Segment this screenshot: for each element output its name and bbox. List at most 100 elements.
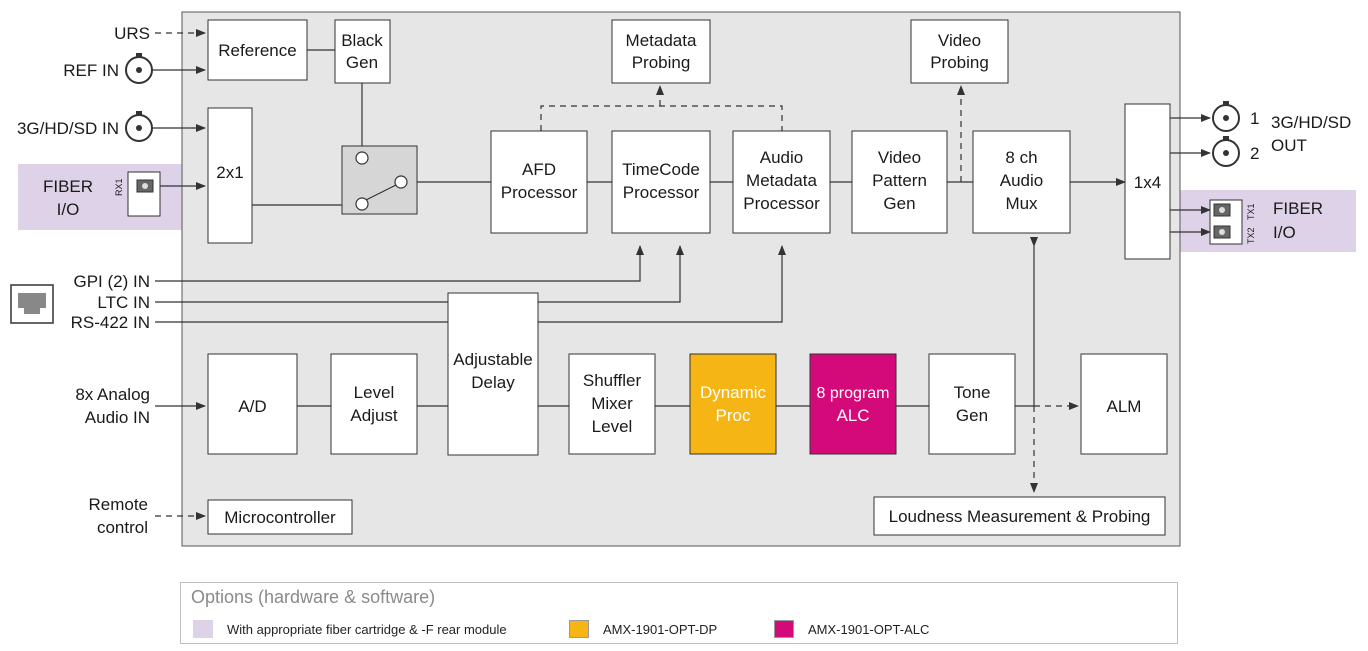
svg-text:Audio: Audio (1000, 171, 1043, 190)
gpi-in-label: GPI (2) IN (73, 272, 150, 291)
shuffler-mixer-block: Shuffler Mixer Level (568, 353, 656, 455)
fiber-tx-connector-icon (1209, 199, 1243, 245)
ref-in-label: REF IN (63, 61, 119, 80)
svg-text:1x4: 1x4 (1134, 173, 1161, 192)
svg-text:Microcontroller: Microcontroller (224, 508, 336, 527)
rs422-in-label: RS-422 IN (71, 313, 150, 332)
fiber-in-label-1: FIBER (43, 177, 93, 196)
svg-text:ALM: ALM (1107, 397, 1142, 416)
fiber-out-label-1: FIBER (1273, 199, 1323, 218)
svg-text:Level: Level (592, 417, 633, 436)
block-diagram: Reference Black Gen Metadata Probing Vid… (10, 11, 1356, 547)
ref-in-bnc-icon (125, 53, 153, 84)
switch-1x4-block: 1x4 (1124, 103, 1171, 260)
legend-item-fiber: With appropriate fiber cartridge & -F re… (193, 619, 507, 639)
sdi-out-1-bnc-icon (1212, 101, 1240, 132)
timecode-processor-block: TimeCode Processor (611, 130, 711, 234)
rj45-port-icon (10, 284, 54, 324)
svg-text:8 program: 8 program (817, 385, 890, 402)
main-panel (181, 11, 1181, 547)
svg-text:Adjust: Adjust (350, 406, 398, 425)
tx2-label: TX2 (1246, 227, 1256, 244)
adjustable-delay-block: Adjustable Delay (447, 292, 539, 456)
legend-label-alc: AMX-1901-OPT-ALC (808, 621, 930, 637)
svg-text:AFD: AFD (522, 160, 556, 179)
remote-label-2: control (97, 518, 148, 537)
svg-text:Proc: Proc (716, 406, 751, 425)
video-probing-block: Video Probing (910, 19, 1009, 84)
fiber-in-label-2: I/O (57, 200, 80, 219)
loudness-measurement-block: Loudness Measurement & Probing (873, 496, 1166, 536)
svg-text:Audio: Audio (760, 148, 803, 167)
legend-label-fiber: With appropriate fiber cartridge & -F re… (227, 621, 507, 637)
fiber-out-label-2: I/O (1273, 223, 1296, 242)
svg-text:Probing: Probing (632, 53, 691, 72)
metadata-probing-block: Metadata Probing (611, 19, 711, 84)
svg-text:Metadata: Metadata (746, 171, 817, 190)
dynamic-proc-block: Dynamic Proc (689, 353, 777, 455)
svg-text:Mux: Mux (1005, 194, 1038, 213)
audio-metadata-processor-block: Audio Metadata Processor (732, 130, 831, 234)
svg-text:Level: Level (354, 383, 395, 402)
switch-selector (341, 145, 418, 215)
svg-text:Gen: Gen (346, 53, 378, 72)
svg-text:Mixer: Mixer (591, 394, 633, 413)
level-adjust-block: Level Adjust (330, 353, 418, 455)
svg-text:Video: Video (878, 148, 921, 167)
svg-text:Dynamic: Dynamic (700, 383, 767, 402)
fiber-output-region (1168, 190, 1356, 252)
sdi-out-2-bnc-icon (1212, 136, 1240, 167)
reference-block: Reference (207, 19, 308, 81)
sdi-in-bnc-icon (125, 111, 153, 142)
options-legend: Options (hardware & software) With appro… (180, 582, 1178, 644)
svg-text:Metadata: Metadata (626, 31, 697, 50)
svg-text:8 ch: 8 ch (1005, 148, 1037, 167)
legend-item-alc: AMX-1901-OPT-ALC (774, 619, 929, 639)
sdi-out-label-2: OUT (1271, 136, 1307, 155)
svg-text:Processor: Processor (501, 183, 578, 202)
tx1-label: TX1 (1246, 203, 1256, 220)
svg-text:Gen: Gen (883, 194, 915, 213)
out-number-1: 1 (1250, 109, 1259, 128)
svg-text:Gen: Gen (956, 406, 988, 425)
svg-text:ALC: ALC (836, 406, 869, 425)
svg-text:A/D: A/D (238, 397, 266, 416)
ltc-in-label: LTC IN (97, 293, 150, 312)
out-number-2: 2 (1250, 144, 1259, 163)
tone-gen-block: Tone Gen (928, 353, 1016, 455)
alc-block: 8 program ALC (809, 353, 897, 455)
black-gen-block: Black Gen (334, 19, 391, 84)
svg-text:Video: Video (938, 31, 981, 50)
legend-swatch-alc (774, 620, 794, 638)
rx1-label: RX1 (114, 178, 124, 196)
video-pattern-gen-block: Video Pattern Gen (851, 130, 948, 234)
svg-text:Probing: Probing (930, 53, 989, 72)
sdi-out-label-1: 3G/HD/SD (1271, 113, 1351, 132)
switch-2x1-block: 2x1 (207, 107, 253, 244)
legend-title: Options (hardware & software) (191, 587, 436, 607)
legend-swatch-dp (569, 620, 589, 638)
afd-processor-block: AFD Processor (490, 130, 588, 234)
analog-in-label-2: Audio IN (85, 408, 150, 427)
svg-text:Loudness Measurement & Probing: Loudness Measurement & Probing (889, 507, 1151, 526)
remote-label-1: Remote (88, 495, 148, 514)
svg-text:Tone: Tone (954, 383, 991, 402)
svg-text:Pattern: Pattern (872, 171, 927, 190)
analog-in-label-1: 8x Analog (75, 385, 150, 404)
ad-converter-block: A/D (207, 353, 298, 455)
svg-text:Black: Black (341, 31, 383, 50)
svg-text:Delay: Delay (471, 373, 515, 392)
svg-text:Shuffler: Shuffler (583, 371, 642, 390)
legend-swatch-fiber (193, 620, 213, 638)
urs-label: URS (114, 24, 150, 43)
svg-text:TimeCode: TimeCode (622, 160, 700, 179)
sdi-in-label: 3G/HD/SD IN (17, 119, 119, 138)
audio-mux-block: 8 ch Audio Mux (972, 130, 1071, 234)
svg-text:2x1: 2x1 (216, 163, 243, 182)
fiber-rx-connector-icon (127, 171, 161, 217)
alm-block: ALM (1080, 353, 1168, 455)
svg-text:Adjustable: Adjustable (453, 350, 532, 369)
legend-label-dp: AMX-1901-OPT-DP (603, 621, 718, 637)
svg-text:Processor: Processor (623, 183, 700, 202)
svg-text:Reference: Reference (218, 41, 296, 60)
